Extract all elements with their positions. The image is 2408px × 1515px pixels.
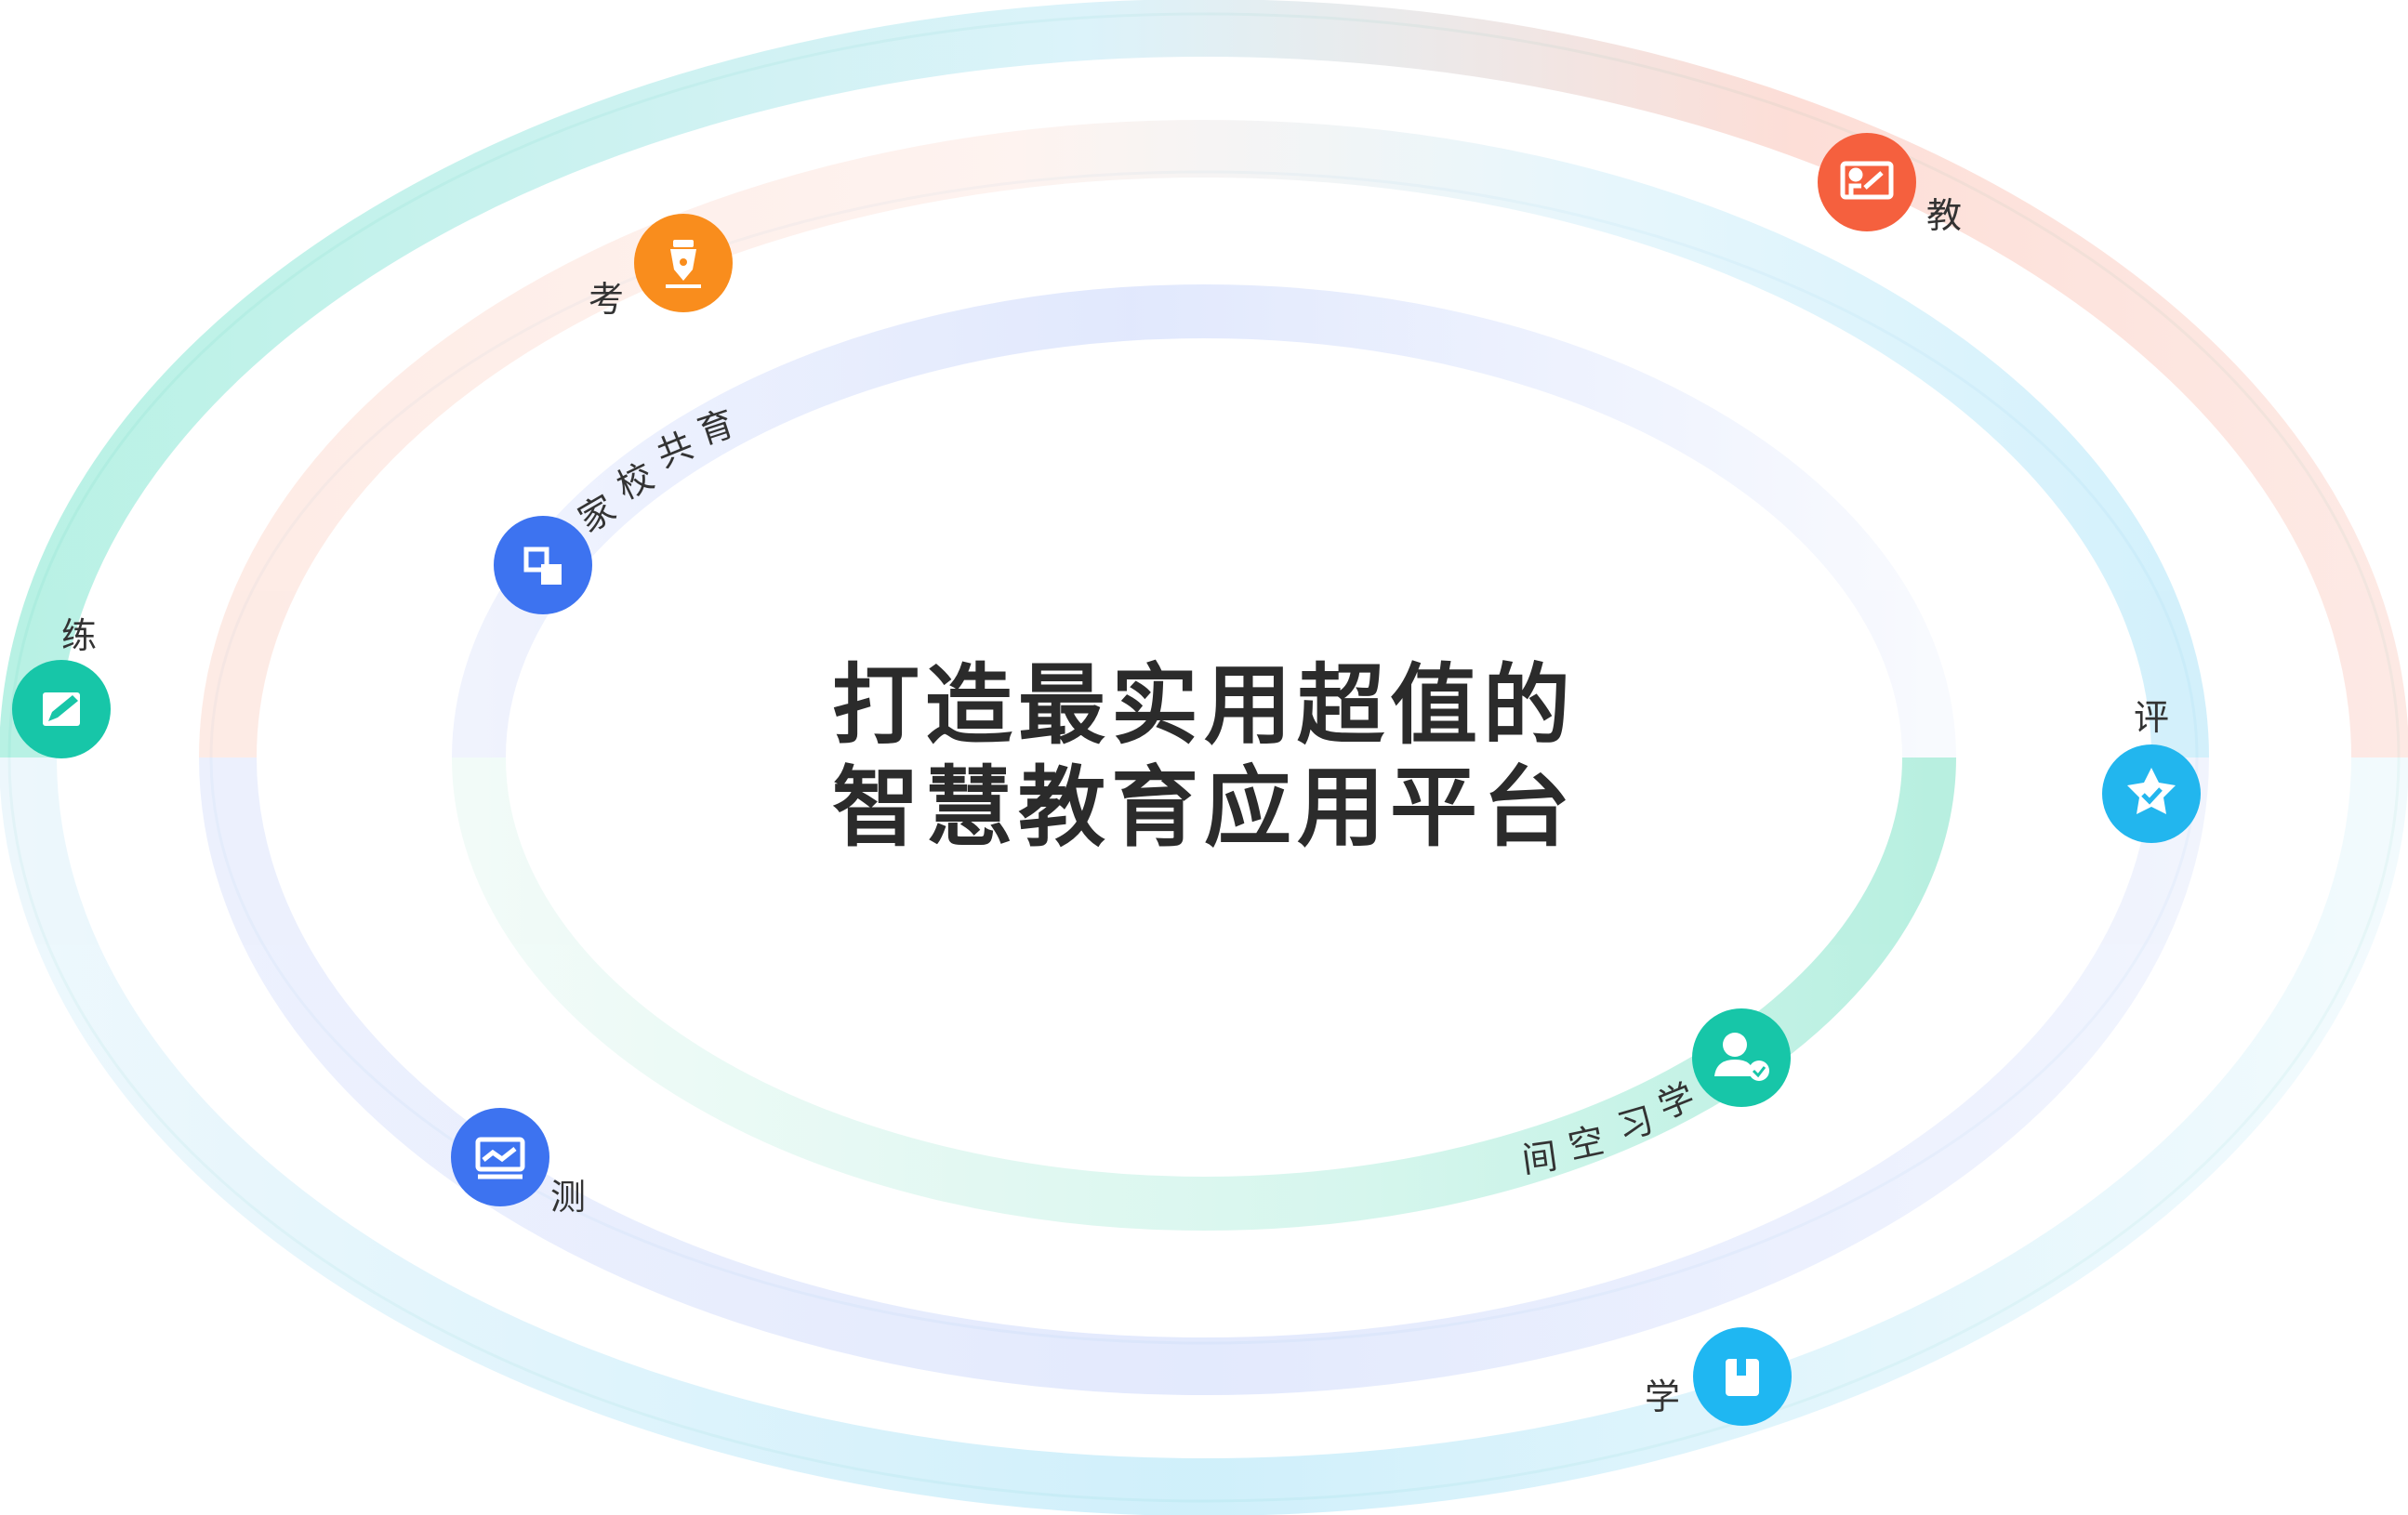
node-jiao[interactable] [1818,133,1916,231]
node-kao[interactable] [634,214,733,312]
node-ping[interactable] [2102,744,2201,843]
node-jiao-label: 教 [1925,195,1962,236]
node-xuexi[interactable] [1692,1008,1791,1107]
overlap-squares-icon [523,547,562,585]
node-jiaxiao[interactable] [494,516,592,614]
node-xue[interactable] [1693,1327,1792,1426]
pen-nib-icon [666,240,701,288]
node-kao-label: 考 [588,279,624,320]
monitor-chart-icon [475,1137,525,1179]
node-ce-label: 测 [549,1177,586,1218]
presentation-board-icon [1840,161,1894,200]
node-ping-label: 评 [2133,697,2169,738]
node-lian-label: 练 [60,615,97,656]
user-check-icon [1714,1033,1769,1081]
headline-line-1: 打造最实用超值的 [831,655,1576,757]
xuexi-char-3: 空 [1564,1119,1608,1167]
node-lian[interactable] [12,660,111,758]
node-jiao-circle [1818,133,1916,231]
node-ce[interactable] [451,1108,549,1206]
book-icon [1726,1359,1759,1396]
edit-pencil-icon [43,692,80,726]
node-xue-label: 学 [1644,1377,1680,1417]
star-badge-icon [2127,768,2176,814]
node-xuexi-circle [1692,1008,1791,1107]
headline-line-2: 智慧教育应用平台 [831,758,1576,859]
middle-ring [199,120,2209,1395]
xuexi-char-4: 间 [1519,1135,1560,1181]
